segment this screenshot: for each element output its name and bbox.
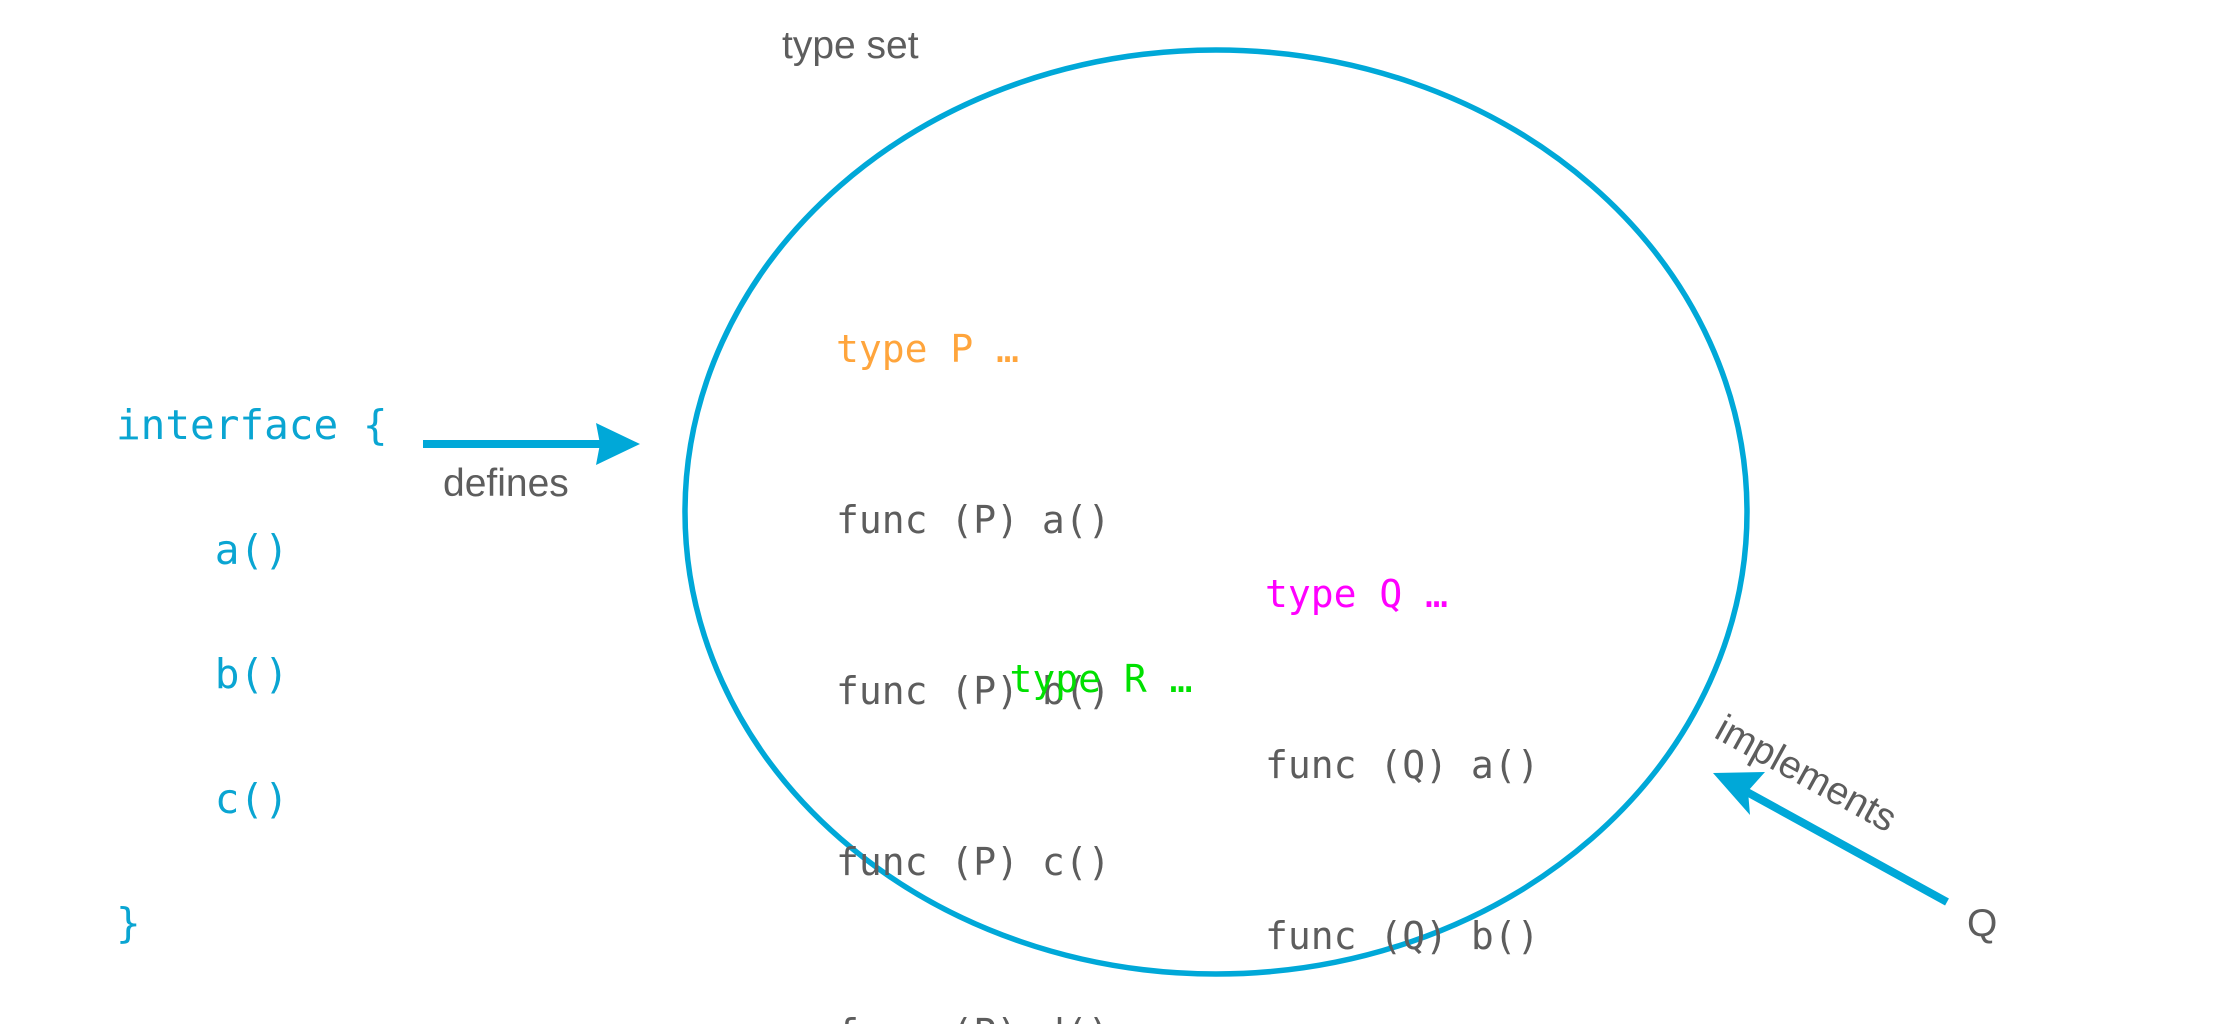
type-r-header: type R … — [1009, 657, 1193, 701]
defines-arrow — [423, 423, 640, 465]
type-p-method: func (P) d() — [836, 1005, 1111, 1024]
interface-line: b() — [116, 650, 289, 698]
interface-line: } — [116, 899, 141, 947]
defines-arrow-label: defines — [443, 462, 569, 505]
type-q-method: func (Q) b() — [1265, 914, 1540, 958]
interface-declaration-block: interface { a() b() c() } — [116, 322, 388, 1024]
type-p-block: type P … func (P) a() func (P) b() func … — [836, 207, 1111, 1024]
interface-line: a() — [116, 525, 289, 574]
type-p-header: type P … — [836, 327, 1020, 371]
implements-arrow-head — [1713, 772, 1765, 815]
type-p-method: func (P) a() — [836, 498, 1111, 542]
defines-arrow-head — [596, 423, 640, 465]
type-q-header: type Q … — [1265, 572, 1449, 616]
implements-source-label: Q — [1967, 902, 1998, 945]
implements-arrow — [1713, 772, 1949, 906]
type-q-block: type Q … func (Q) a() func (Q) b() func … — [1265, 452, 1540, 1024]
type-q-method: func (Q) a() — [1265, 743, 1540, 787]
implements-arrow-shaft — [1745, 788, 1949, 906]
type-set-label: type set — [782, 24, 919, 67]
interface-line: c() — [116, 774, 289, 823]
type-p-method: func (P) c() — [836, 840, 1111, 884]
interface-line: interface { — [116, 401, 388, 449]
type-p-method: func (P) b() — [836, 669, 1111, 713]
type-set-ellipse — [682, 47, 1750, 977]
type-r-block: type R … — [918, 594, 1193, 765]
